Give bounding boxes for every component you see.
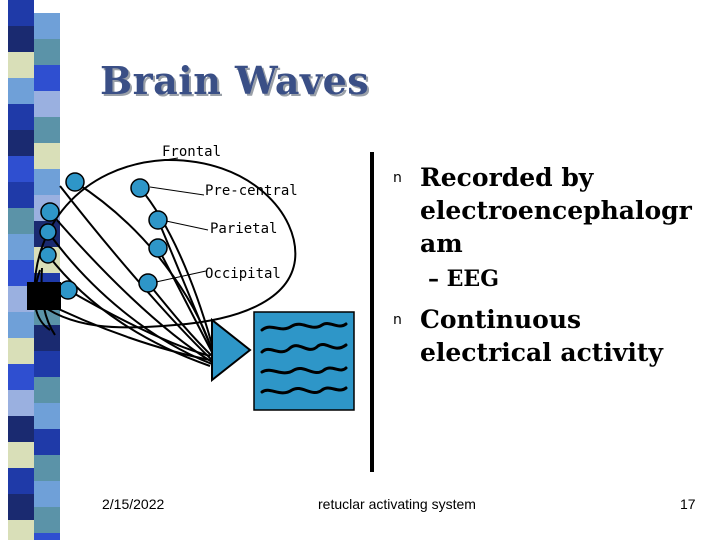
stripe-tile bbox=[34, 429, 60, 455]
stripe-tile bbox=[8, 0, 34, 26]
stripe-tile bbox=[8, 338, 34, 364]
label-parietal: Parietal bbox=[210, 221, 278, 237]
stripe-tile bbox=[8, 26, 34, 52]
stripe-tile bbox=[8, 416, 34, 442]
stripe-tile bbox=[8, 78, 34, 104]
bullet-marker: n bbox=[393, 312, 402, 328]
sub-bullet-text: – EEG bbox=[428, 266, 499, 292]
stripe-tile bbox=[8, 182, 34, 208]
stripe-tile bbox=[34, 65, 60, 91]
stripe-tile bbox=[8, 130, 34, 156]
electrode bbox=[65, 172, 85, 192]
footer-center: retuclar activating system bbox=[318, 496, 476, 512]
eeg-diagram bbox=[27, 157, 355, 411]
stripe-tile bbox=[34, 143, 60, 169]
electrode bbox=[39, 223, 57, 241]
stripe-tile bbox=[8, 468, 34, 494]
electrode bbox=[130, 178, 150, 198]
bullet-marker: n bbox=[393, 170, 402, 186]
slide-title: Brain Waves bbox=[100, 58, 370, 103]
electrodes bbox=[39, 172, 168, 300]
stripe-tile bbox=[34, 377, 60, 403]
bullet-text: Recorded by electroencephalogr am bbox=[420, 163, 692, 258]
stripe-tile bbox=[34, 91, 60, 117]
stripe-tile bbox=[34, 13, 60, 39]
stripe-tile bbox=[34, 481, 60, 507]
stripe-tile bbox=[8, 494, 34, 520]
footer-page-number: 17 bbox=[680, 496, 696, 512]
decorative-stripe bbox=[8, 0, 60, 540]
amplifier-triangle bbox=[211, 317, 252, 383]
stripe-tile bbox=[8, 520, 34, 540]
label-occipital: Occipital bbox=[205, 266, 281, 282]
electrode bbox=[138, 273, 158, 293]
stripe-tile bbox=[8, 390, 34, 416]
bullet-text: Continuous electrical activity bbox=[420, 305, 663, 367]
stripe-tile bbox=[34, 455, 60, 481]
column-divider bbox=[370, 152, 374, 472]
electrode bbox=[40, 202, 60, 222]
label-leaders bbox=[149, 157, 209, 283]
eeg-traces bbox=[260, 322, 348, 395]
electrode bbox=[39, 246, 57, 264]
stripe-tile bbox=[8, 442, 34, 468]
ground-block bbox=[27, 282, 61, 310]
stripe-tile bbox=[34, 39, 60, 65]
stripe-tile bbox=[34, 169, 60, 195]
stripe-tile bbox=[8, 312, 34, 338]
stripe-tile bbox=[8, 156, 34, 182]
footer-date: 2/15/2022 bbox=[102, 496, 165, 512]
electrode bbox=[58, 280, 78, 300]
stripe-tile bbox=[34, 403, 60, 429]
stripe-tile bbox=[34, 325, 60, 351]
stripe-tile bbox=[34, 117, 60, 143]
stripe-tile bbox=[34, 533, 60, 540]
stripe-tile bbox=[8, 260, 34, 286]
stripe-tile bbox=[34, 507, 60, 533]
stripe-tile bbox=[8, 104, 34, 130]
electrode bbox=[148, 210, 168, 230]
stripe-tile bbox=[8, 234, 34, 260]
stripe-tile bbox=[34, 351, 60, 377]
label-frontal: Frontal bbox=[162, 144, 222, 160]
stripe-tile bbox=[8, 208, 34, 234]
label-precentral: Pre-central bbox=[205, 183, 298, 199]
stripe-tile bbox=[8, 52, 34, 78]
electrode bbox=[148, 238, 168, 258]
stripe-tile bbox=[8, 364, 34, 390]
